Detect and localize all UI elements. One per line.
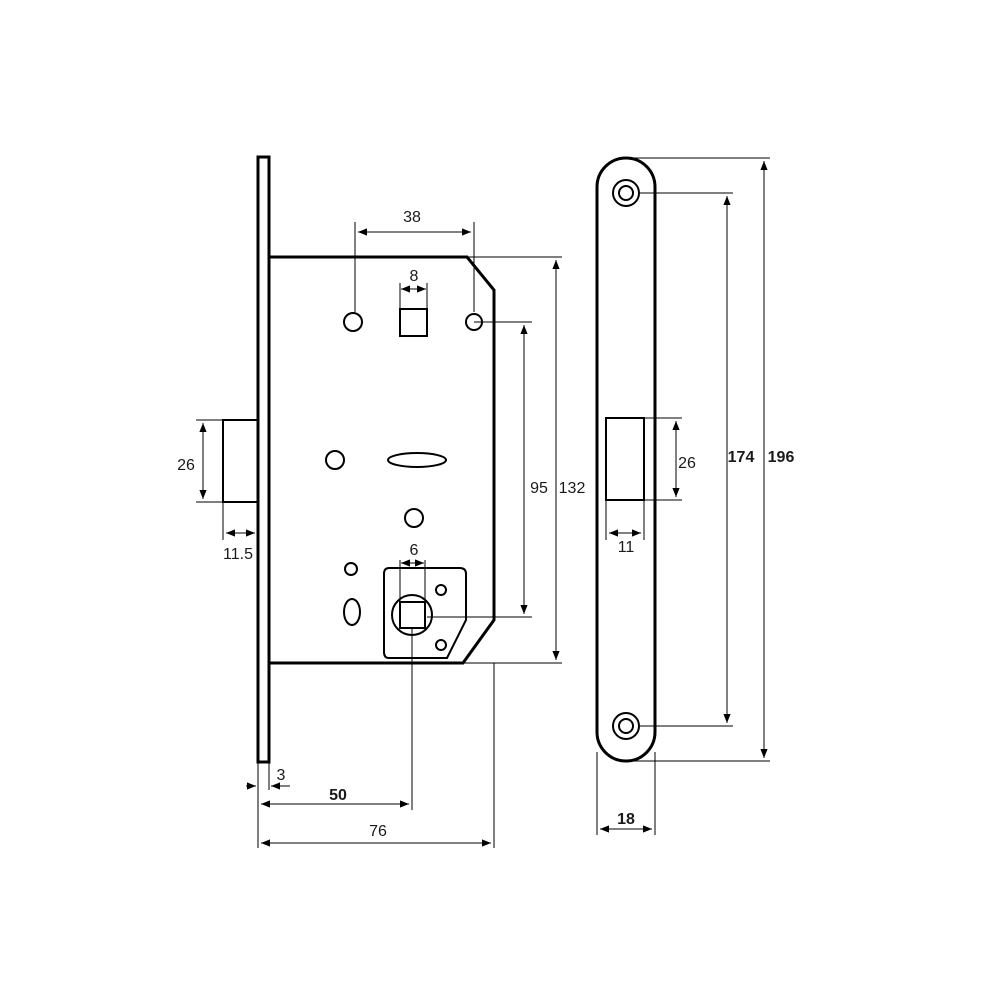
latch-bolt [222, 419, 259, 503]
dim-plate-height: 196 [768, 449, 795, 466]
dim-latch-square: 8 [410, 268, 419, 285]
latch-follower-square [399, 308, 428, 337]
mechanism-hole-top [435, 584, 447, 596]
mechanism-hole-bottom [435, 639, 447, 651]
strike-plate-outline [595, 156, 657, 763]
mounting-hole-left [343, 312, 363, 332]
dim-bolt-square: 6 [410, 542, 419, 559]
lock-body-outline [269, 255, 496, 665]
dim-latch-depth: 11.5 [223, 546, 253, 563]
dim-handle-to-cylinder: 95 [530, 480, 548, 497]
faceplate [256, 155, 271, 764]
lock-body-dimensions: 38 8 26 11.5 6 95 132 [177, 209, 585, 848]
dim-latch-throw: 26 [177, 457, 195, 474]
middle-hole [325, 450, 345, 470]
bolt-square [399, 601, 426, 629]
dim-opening-height: 26 [678, 455, 696, 472]
dim-faceplate-thickness: 3 [277, 767, 286, 784]
screw-hole-top-outer [612, 179, 640, 207]
dim-backset: 50 [329, 787, 347, 804]
strike-plate-dimensions: 174 196 26 11 18 [596, 157, 795, 835]
small-hole [344, 562, 358, 576]
strike-plate-view [595, 156, 657, 763]
lower-hole [404, 508, 424, 528]
screw-hole-bottom-inner [618, 718, 634, 734]
screw-hole-top-inner [618, 185, 634, 201]
lock-body-view [222, 155, 496, 764]
dim-body-height: 132 [559, 480, 586, 497]
small-oval [343, 598, 361, 626]
dim-hole-spacing: 38 [403, 209, 421, 226]
latch-opening [605, 417, 645, 501]
dim-body-depth: 76 [369, 823, 387, 840]
slot-oval [387, 452, 447, 468]
bolt-mechanism-plate [383, 567, 467, 659]
dim-plate-width: 18 [617, 811, 635, 828]
screw-hole-bottom-outer [612, 712, 640, 740]
dim-opening-width: 11 [618, 539, 635, 556]
dim-screw-spacing: 174 [728, 449, 755, 466]
